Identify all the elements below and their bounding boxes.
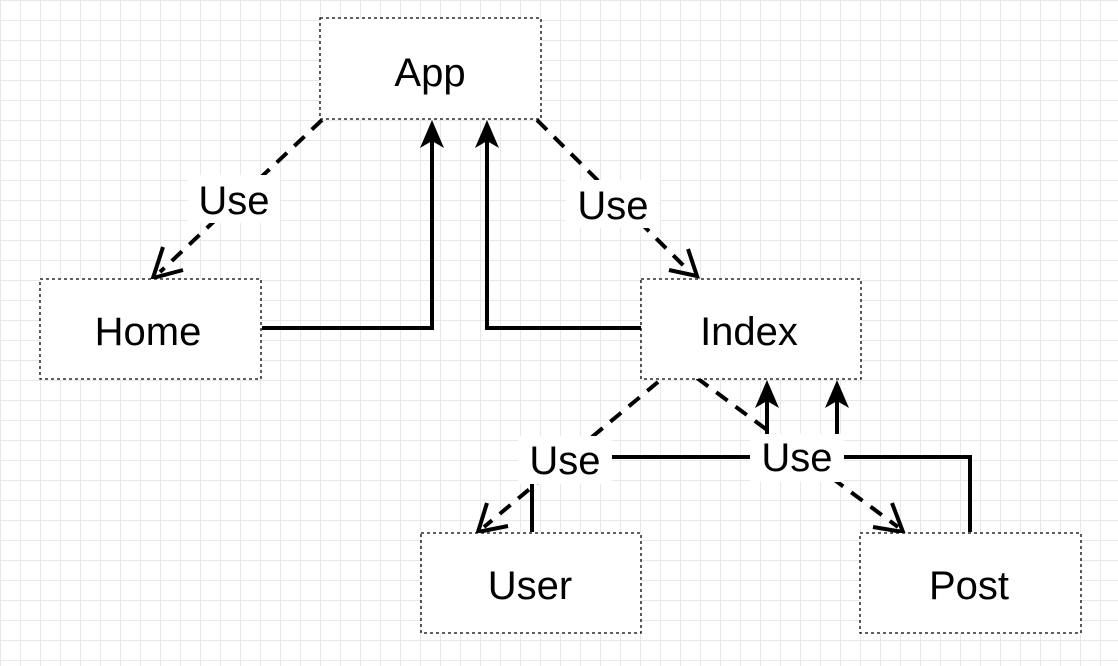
edge-label-index-user: Use bbox=[529, 439, 600, 483]
edge-labels: Use Use Use Use bbox=[188, 175, 844, 484]
label-bg bbox=[750, 434, 844, 482]
node-home[interactable]: Home bbox=[39, 278, 262, 380]
arrowhead-app-uses-index bbox=[668, 248, 701, 279]
edge-label-app-index: Use bbox=[577, 184, 648, 228]
arrowhead-app-uses-home bbox=[149, 246, 184, 281]
arrowhead-index-to-app bbox=[475, 120, 499, 148]
label-bg bbox=[566, 180, 660, 228]
node-index-label: Index bbox=[700, 310, 798, 354]
node-index[interactable]: Index bbox=[640, 278, 862, 380]
edge-post-to-index bbox=[835, 400, 972, 532]
node-home-label: Home bbox=[95, 310, 202, 354]
node-user[interactable]: User bbox=[420, 532, 642, 634]
node-post[interactable]: Post bbox=[859, 532, 1082, 634]
node-user-box bbox=[420, 532, 642, 634]
arrowhead-user-to-index bbox=[755, 380, 779, 408]
node-index-box bbox=[640, 278, 862, 380]
node-app[interactable]: App bbox=[319, 17, 542, 120]
node-app-box bbox=[319, 17, 542, 120]
node-home-box bbox=[39, 278, 262, 380]
edge-app-uses-home bbox=[158, 118, 324, 274]
edge-index-uses-user bbox=[482, 380, 660, 529]
edge-label-index-post: Use bbox=[761, 436, 832, 480]
label-bg bbox=[518, 436, 612, 484]
arrowhead-post-to-index bbox=[825, 380, 849, 408]
edge-label-app-home: Use bbox=[198, 179, 269, 223]
arrowhead-index-uses-post bbox=[872, 502, 907, 535]
node-post-label: Post bbox=[929, 564, 1009, 608]
edge-index-to-app bbox=[485, 140, 641, 330]
node-app-label: App bbox=[394, 51, 465, 95]
arrowhead-home-to-app bbox=[420, 120, 444, 148]
node-post-box bbox=[859, 532, 1082, 634]
node-user-label: User bbox=[488, 564, 572, 608]
label-bg bbox=[188, 175, 280, 223]
edge-home-to-app bbox=[262, 140, 434, 330]
arrowhead-index-uses-user bbox=[475, 502, 509, 535]
